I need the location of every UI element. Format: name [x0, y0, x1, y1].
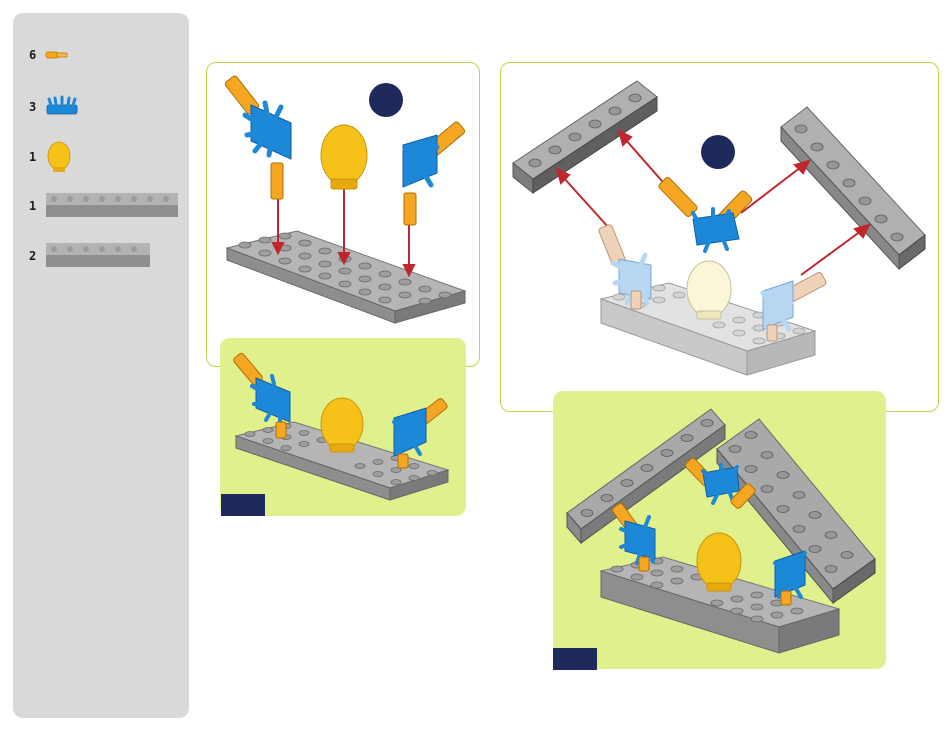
part-qty: 2	[29, 249, 36, 263]
gray-brick-left	[513, 81, 657, 193]
part-qty: 3	[29, 100, 36, 114]
step-1-result-tag	[221, 494, 265, 516]
parts-item-long-gray-brick: 1	[13, 191, 189, 231]
part-qty: 6	[29, 48, 36, 62]
part-qty: 1	[29, 150, 36, 164]
blue-hub-assembly-left	[224, 75, 291, 199]
long-gray-brick-icon	[46, 191, 186, 221]
parts-list: 6 3 1 1 2	[13, 13, 189, 718]
step-2-result-panel	[553, 391, 886, 669]
step-1-result-panel	[220, 338, 466, 516]
step-2-panel	[500, 62, 939, 412]
step-2-result-illustration	[553, 391, 886, 669]
step-2-illustration	[501, 63, 938, 411]
parts-item-gray-brick: 2	[13, 241, 189, 281]
gray-brick-icon	[46, 241, 166, 271]
yellow-egg-icon	[43, 141, 73, 177]
blue-hub-assembly-right	[403, 121, 466, 225]
floating-connector-assembly	[658, 176, 753, 251]
parts-item-yellow-egg: 1	[13, 141, 189, 181]
blue-hub-icon	[43, 95, 83, 119]
long-gray-brick	[227, 231, 465, 323]
step-1-panel	[206, 62, 480, 367]
step-1-illustration	[207, 63, 479, 366]
gray-brick-right	[781, 107, 925, 269]
parts-item-blue-hub: 3	[13, 93, 189, 133]
parts-item-orange-connector: 6	[13, 41, 189, 81]
yellow-egg	[321, 125, 367, 189]
part-qty: 1	[29, 199, 36, 213]
step-1-result-illustration	[220, 338, 466, 516]
orange-connector-icon	[43, 45, 73, 65]
step-2-result-tag	[553, 648, 597, 670]
